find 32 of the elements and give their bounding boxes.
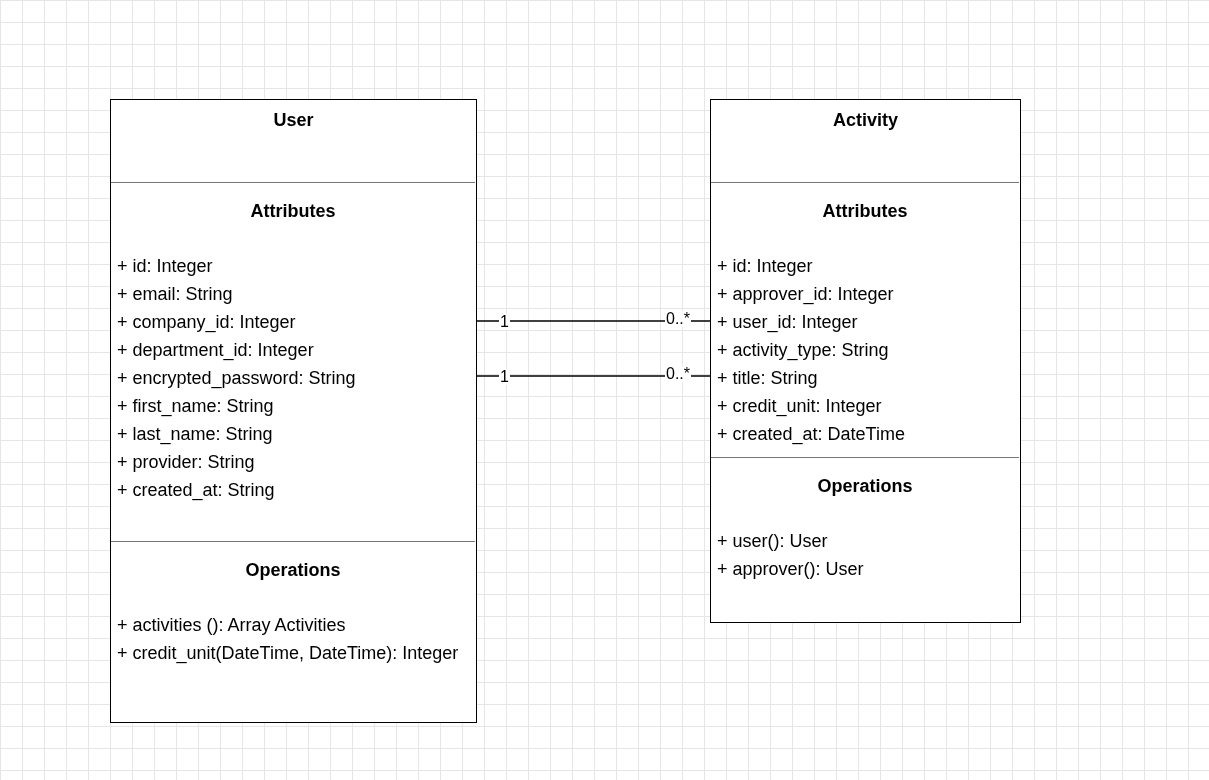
multiplicity-label: 1 (499, 369, 510, 385)
attribute-text: + created_at: DateTime (717, 423, 906, 447)
operation-text: + credit_unit(DateTime, DateTime): Integer (117, 642, 460, 666)
section-heading: Attributes (249, 200, 337, 223)
section-heading: Attributes (821, 200, 909, 223)
attribute-text: + provider: String (117, 451, 256, 474)
operation-text: + user(): User (717, 530, 829, 553)
class-name: User (272, 109, 315, 132)
class-box (710, 99, 1021, 623)
attribute-text: + last_name: String (117, 423, 274, 447)
operation-text: + activities (): Array Activities (117, 614, 347, 637)
attribute-text: + first_name: String (117, 395, 275, 419)
class-name: Activity (832, 109, 899, 132)
attribute-text: + email: String (117, 283, 234, 306)
attribute-text: + credit_unit: Integer (717, 395, 883, 419)
multiplicity-label: 0..* (665, 366, 691, 382)
attribute-text: + department_id: Integer (117, 339, 315, 363)
attribute-text: + company_id: Integer (117, 311, 297, 335)
attribute-text: + approver_id: Integer (717, 283, 895, 307)
operation-text: + approver(): User (717, 558, 865, 581)
section-heading: Operations (244, 559, 342, 582)
multiplicity-label: 1 (499, 314, 510, 330)
attribute-text: + id: Integer (717, 255, 814, 278)
multiplicity-label: 0..* (665, 311, 691, 327)
attribute-text: + id: Integer (117, 255, 214, 278)
attribute-text: + encrypted_password: String (117, 367, 357, 391)
class-box (110, 99, 477, 723)
section-heading: Operations (816, 475, 914, 498)
attribute-text: + created_at: String (117, 479, 276, 503)
attribute-text: + activity_type: String (717, 339, 890, 363)
attribute-text: + title: String (717, 367, 819, 390)
attribute-text: + user_id: Integer (717, 311, 859, 335)
